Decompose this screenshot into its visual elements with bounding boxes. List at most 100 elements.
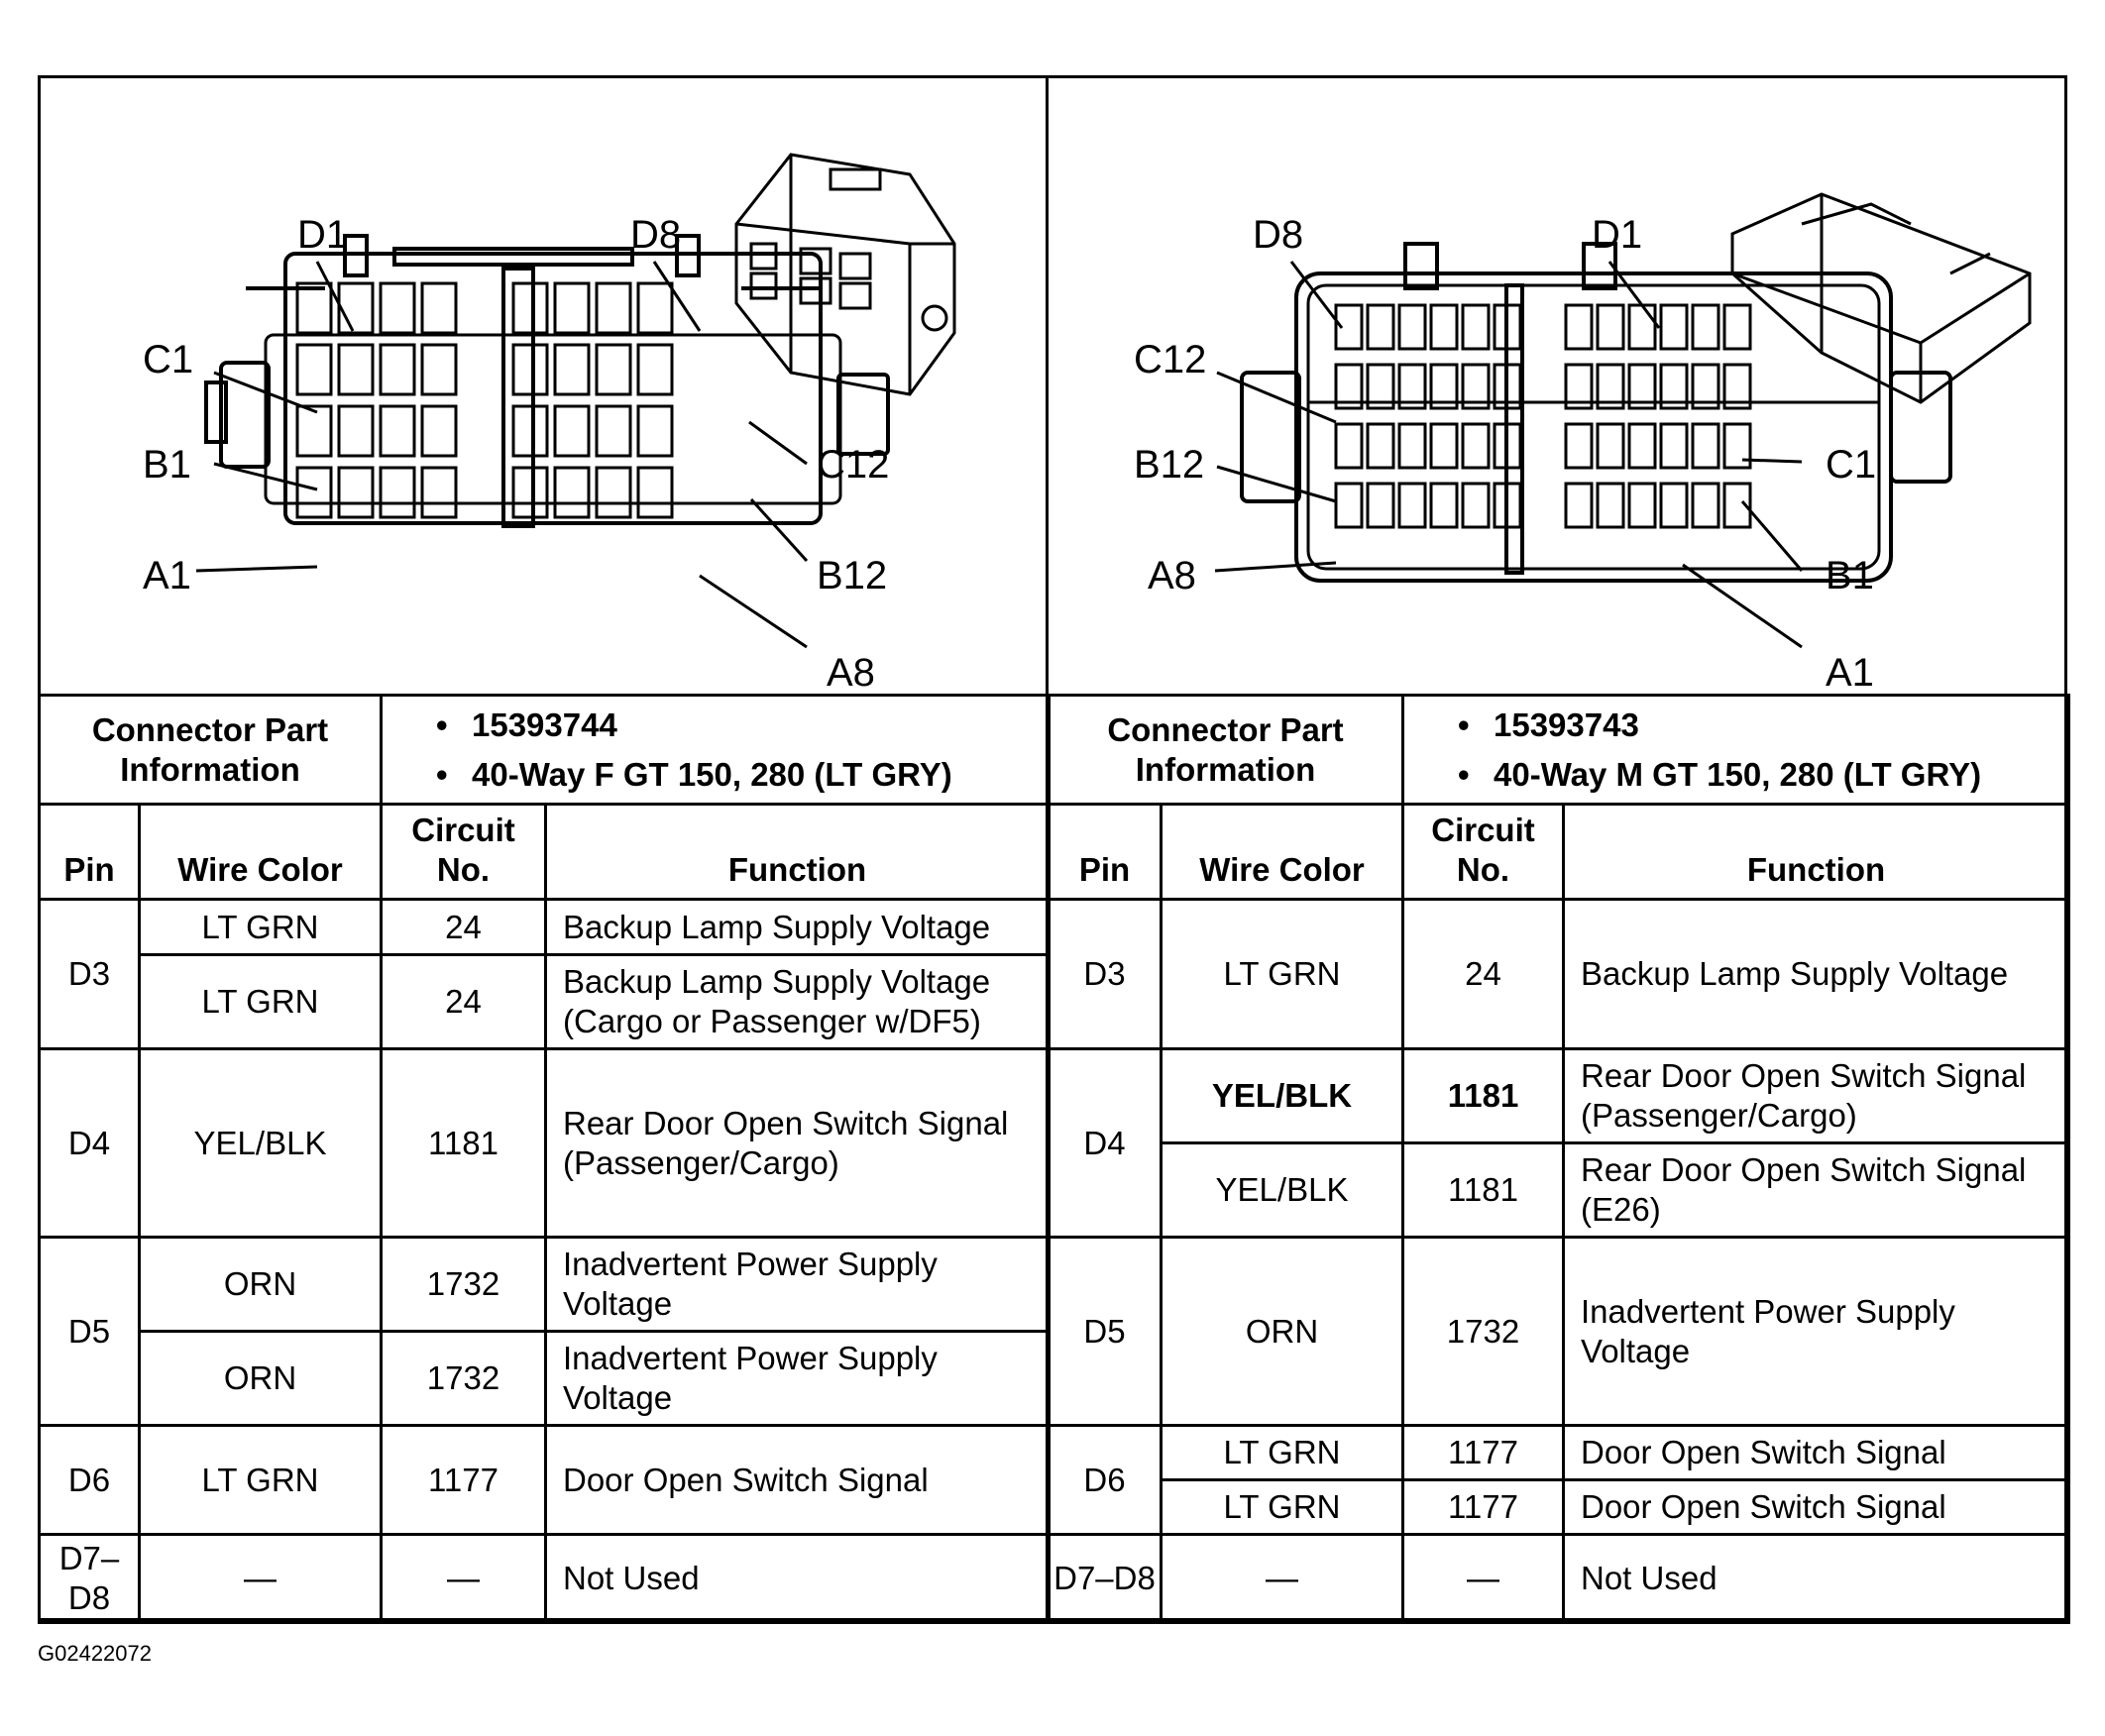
terminal-cavity xyxy=(1691,422,1720,470)
terminal-cavity xyxy=(1691,482,1720,529)
terminal-cavity xyxy=(511,466,549,519)
terminal-cavity xyxy=(1659,482,1689,529)
female-center-key xyxy=(501,267,535,528)
terminal-cavity xyxy=(511,281,549,335)
terminal-cavity xyxy=(1691,303,1720,351)
terminal-cavity xyxy=(379,404,416,458)
header-wire-color: Wire Color xyxy=(138,803,383,901)
pin-cell: D4 xyxy=(38,1047,141,1239)
terminal-cavity xyxy=(379,466,416,519)
terminal-cavity xyxy=(595,404,632,458)
male-connector-iso-view xyxy=(1730,192,2032,404)
female-connector-drawing: D1 D8 C1 B1 A1 C12 B12 A8 xyxy=(143,153,956,694)
terminal-cavity xyxy=(1429,303,1459,351)
circuit-cell: 1177 xyxy=(1401,1424,1565,1481)
circuit-cell: 1177 xyxy=(1401,1478,1565,1536)
terminal-cavity xyxy=(1397,303,1427,351)
callout-c1: C1 xyxy=(1826,443,1876,487)
terminal-cavity xyxy=(1461,482,1491,529)
terminal-cavity xyxy=(1722,363,1752,410)
callout-d1: D1 xyxy=(297,213,348,257)
terminal-cavity xyxy=(1461,422,1491,470)
table-row: D6 LT GRN 1177 Door Open Switch Signal xyxy=(1047,1424,2071,1536)
terminal-cavity xyxy=(1596,422,1625,470)
right-connector-panel: D8 D1 C12 B12 A8 C1 B1 A1 xyxy=(1049,75,2067,694)
terminal-cavity xyxy=(1397,363,1427,410)
table-row: D6 LT GRN 1177 Door Open Switch Signal xyxy=(38,1424,1051,1536)
terminal-cavity xyxy=(1334,482,1364,529)
wire-cell: LT GRN xyxy=(1160,1478,1404,1536)
terminal-cavity xyxy=(1659,422,1689,470)
part-description: 40-Way M GT 150, 280 (LT GRY) xyxy=(1494,755,1982,793)
terminal-cavity xyxy=(553,281,591,335)
terminal-cavity xyxy=(1366,482,1395,529)
terminal-cavity xyxy=(1461,363,1491,410)
wire-cell: YEL/BLK xyxy=(1160,1047,1404,1144)
female-housing-outline xyxy=(283,252,823,525)
pin-cell: D5 xyxy=(38,1236,141,1427)
callout-b1: B1 xyxy=(143,443,191,487)
wire-cell: — xyxy=(1160,1533,1404,1624)
pin-cell: D3 xyxy=(1047,898,1163,1050)
callout-c12: C12 xyxy=(1134,338,1206,381)
pin-cell: D6 xyxy=(38,1424,141,1536)
pin-cell: D7–D8 xyxy=(1047,1533,1163,1624)
header-circuit-no: Circuit No. xyxy=(1401,803,1565,901)
circuit-cell: 24 xyxy=(380,898,547,956)
function-cell: Door Open Switch Signal xyxy=(544,1424,1051,1536)
terminal-cavity xyxy=(295,281,333,335)
terminal-cavity xyxy=(337,281,375,335)
wire-cell: — xyxy=(138,1533,383,1624)
table-row: D4 YEL/BLK 1181 Rear Door Open Switch Si… xyxy=(1047,1047,2071,1239)
header-wire-color: Wire Color xyxy=(1160,803,1404,901)
circuit-cell: 1181 xyxy=(1401,1047,1565,1144)
terminal-cavity xyxy=(1596,363,1625,410)
terminal-cavity xyxy=(1397,482,1427,529)
terminal-cavity xyxy=(1564,363,1594,410)
terminal-cavity xyxy=(1366,422,1395,470)
terminal-cavity xyxy=(337,343,375,396)
callout-b12: B12 xyxy=(817,554,887,597)
function-cell: Not Used xyxy=(544,1533,1051,1624)
terminal-cavity xyxy=(1564,303,1594,351)
terminal-cavity xyxy=(1691,363,1720,410)
terminal-cavity xyxy=(379,343,416,396)
callout-a1: A1 xyxy=(1826,651,1874,694)
circuit-cell: 1177 xyxy=(380,1424,547,1536)
terminal-cavity xyxy=(1366,363,1395,410)
terminal-cavity xyxy=(1493,363,1522,410)
terminal-cavity xyxy=(1627,482,1657,529)
function-cell: Inadvertent Power Supply Voltage xyxy=(544,1236,1051,1333)
callout-a8: A8 xyxy=(1148,554,1196,597)
header-function: Function xyxy=(544,803,1051,901)
terminal-cavity xyxy=(1429,422,1459,470)
callout-d8: D8 xyxy=(630,213,681,257)
terminal-cavity xyxy=(1334,363,1364,410)
wire-cell: LT GRN xyxy=(138,1424,383,1536)
terminal-cavity xyxy=(553,404,591,458)
table-row: D5 ORN 1732 Inadvertent Power Supply Vol… xyxy=(1047,1236,2071,1427)
callout-d1: D1 xyxy=(1592,213,1642,257)
terminal-cavity xyxy=(295,404,333,458)
header-function: Function xyxy=(1561,803,2071,901)
terminal-cavity xyxy=(1722,422,1752,470)
terminal-cavity xyxy=(1627,303,1657,351)
header-pin: Pin xyxy=(1047,803,1163,901)
table-row: D3 LT GRN 24 Backup Lamp Supply Voltage xyxy=(1047,898,2071,1050)
wire-cell: ORN xyxy=(138,1236,383,1333)
terminal-cavity xyxy=(1627,363,1657,410)
terminal-cavity xyxy=(337,404,375,458)
header-pin: Pin xyxy=(38,803,141,901)
circuit-cell: 1732 xyxy=(380,1330,547,1427)
header-circuit-no: Circuit No. xyxy=(380,803,547,901)
pin-cell: D7–D8 xyxy=(38,1533,141,1624)
terminal-cavity xyxy=(636,343,674,396)
terminal-cavity xyxy=(595,281,632,335)
terminal-cavity xyxy=(295,343,333,396)
terminal-cavity xyxy=(337,466,375,519)
terminal-cavity xyxy=(1429,482,1459,529)
terminal-cavity xyxy=(1564,482,1594,529)
terminal-cavity xyxy=(636,404,674,458)
terminal-cavity xyxy=(1334,303,1364,351)
wire-cell: YEL/BLK xyxy=(138,1047,383,1239)
